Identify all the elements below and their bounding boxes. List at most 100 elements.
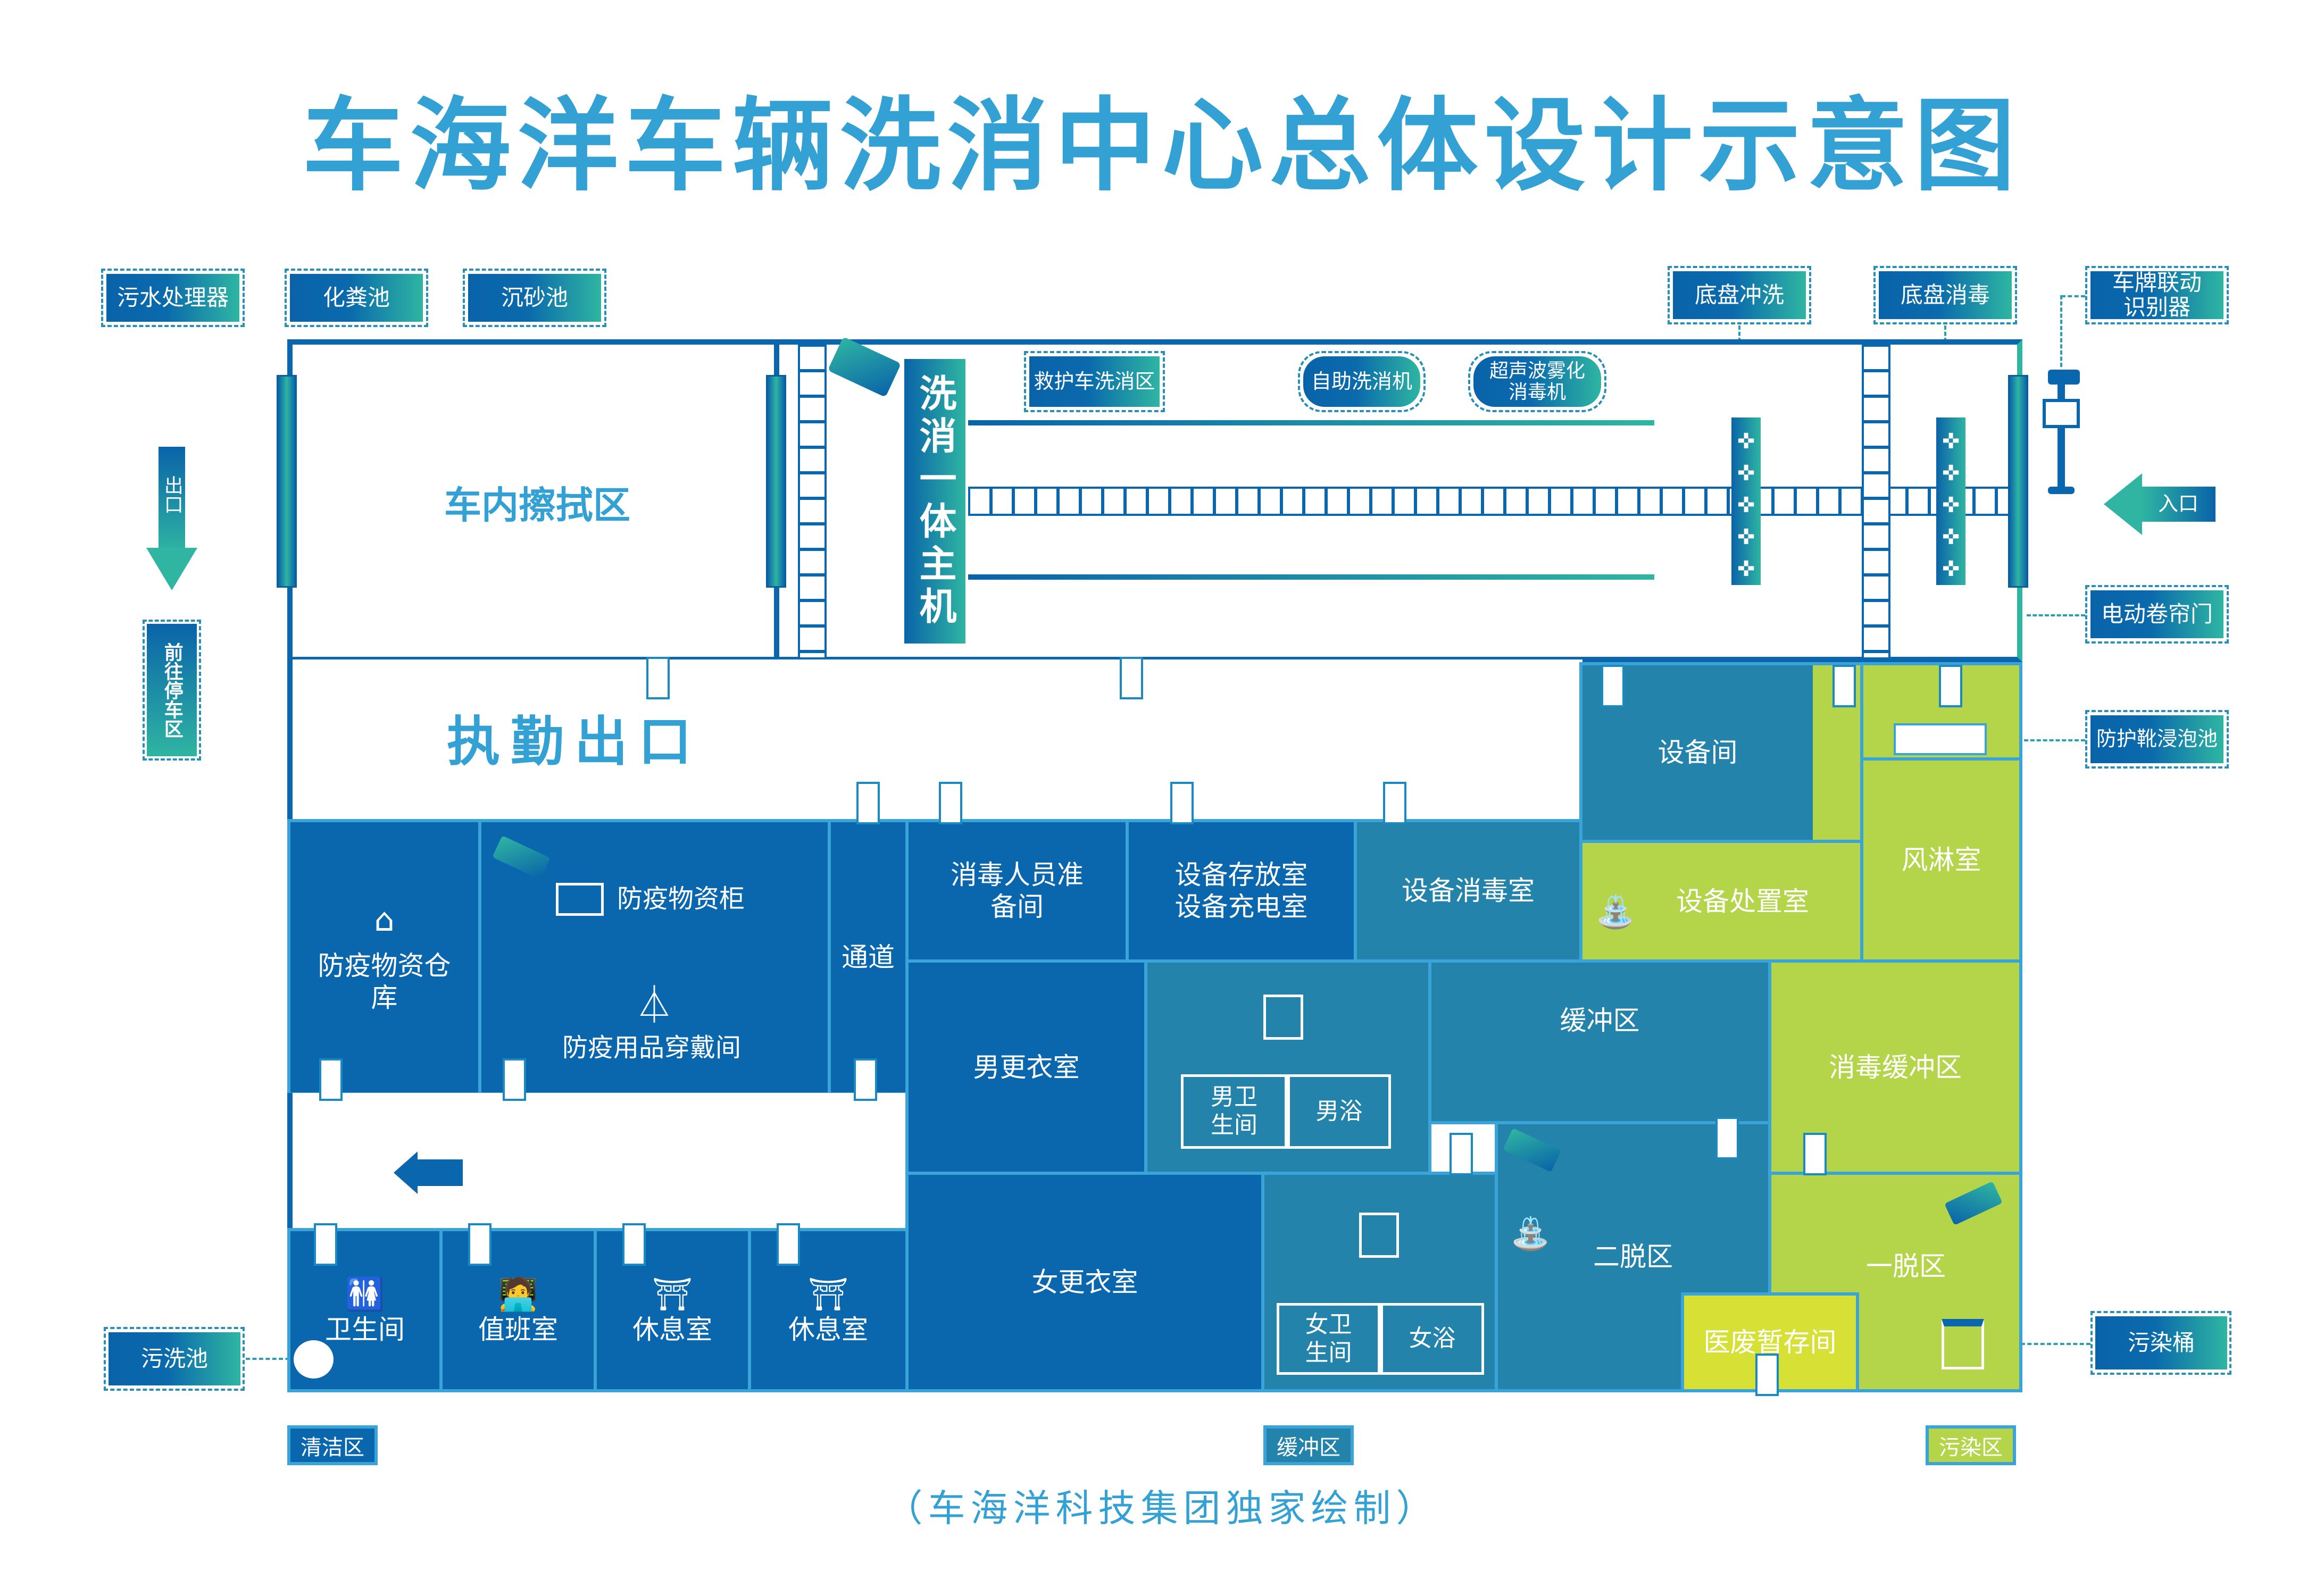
nozzle-icon: ✜✜✜✜✜ (1942, 429, 1960, 581)
cabinet-icon (556, 883, 604, 916)
chassis-disinfect-frame (1873, 266, 2017, 324)
legend-contaminated: 污染区 (1926, 1425, 2016, 1465)
ppe-donning-label: 防疫用品穿戴间 (562, 1032, 741, 1063)
sink-icon: ⛲ (1511, 1215, 1551, 1252)
room-women-locker: 女更衣室 (905, 1172, 1264, 1392)
door-icon[interactable] (1939, 665, 1962, 707)
room-men-toilet: 男卫生间 (1181, 1074, 1287, 1149)
room-equipment-disposal: 设备处置室 (1579, 840, 1863, 963)
door-icon[interactable] (622, 1223, 646, 1266)
entrance-arrow-label: 入口 (2141, 487, 2215, 522)
contaminated-bin-label: 污染桶 (2095, 1316, 2227, 1369)
wash-rail-bottom (968, 574, 1654, 580)
nozzle-icon: ✜✜✜✜✜ (1737, 429, 1755, 581)
wardrobe-icon (1263, 995, 1303, 1040)
dirty-wash-pool-frame (104, 1327, 245, 1391)
room-disinfect-staff-prep: 消毒人员准备间 (905, 819, 1129, 963)
chassis-wash-frame (1668, 266, 1811, 324)
boot-soak-frame (2085, 710, 2229, 769)
door-icon[interactable] (646, 657, 670, 699)
interior-wipe-label: 车内擦拭区 (444, 483, 630, 527)
footer-credit: （车海洋科技集团独家绘制） (885, 1486, 1439, 1530)
dirty-wash-pool (294, 1340, 334, 1379)
exit-arrow-shaft (159, 447, 185, 553)
room-passage: 通道 (828, 819, 909, 1096)
room-equipment-disinfect: 设备消毒室 (1354, 819, 1582, 963)
sewage-processor-label: 污水处理器 (106, 274, 239, 322)
door-icon[interactable] (1120, 657, 1143, 699)
self-service-label: 自助洗消机 (1303, 356, 1420, 407)
ultrasonic-label: 超声波雾化消毒机 (1473, 356, 1601, 407)
room-medical-waste: 医废暂存间 (1681, 1292, 1859, 1392)
stool-icon: ⛩ (652, 1275, 693, 1313)
dirty-wash-pool-leader (246, 1358, 296, 1360)
duty-exit-label: 执勤出口 (447, 711, 702, 773)
door-icon[interactable] (856, 782, 880, 824)
return-arrow-head (394, 1151, 418, 1194)
room-buffer: 缓冲区 (1428, 959, 1771, 1124)
septic-tank-frame (285, 269, 428, 327)
main-unit-label: 洗消一体主机 (904, 359, 965, 644)
door-icon[interactable] (1170, 782, 1194, 824)
door-icon[interactable] (1601, 665, 1625, 707)
sewage-processor-frame (101, 269, 245, 327)
door-icon[interactable] (1715, 1117, 1739, 1159)
room-men-locker: 男更衣室 (905, 959, 1147, 1175)
door-icon[interactable] (777, 1223, 800, 1266)
to-parking-label: 前往停车区 (147, 624, 197, 756)
page-title: 车海洋车辆洗消中心总体设计示意图 (302, 87, 2022, 205)
room-duty-room: 🧑‍💻 值班室 (439, 1228, 597, 1392)
boot-soak-pool (1894, 723, 1987, 755)
door-icon[interactable] (503, 1058, 526, 1101)
ambulance-zone-frame (1024, 351, 1165, 412)
room-supply-warehouse: ⌂ 防疫物资仓库 (287, 819, 481, 1096)
ambulance-zone-label: 救护车洗消区 (1029, 356, 1160, 407)
room-rest-2: ⛩ 休息室 (748, 1228, 909, 1392)
plate-recognizer-label: 车牌联动识别器 (2090, 270, 2223, 320)
chassis-wash-label: 底盘冲洗 (1673, 271, 1806, 319)
door-icon[interactable] (1832, 665, 1856, 707)
track-grate (968, 487, 2016, 516)
door-icon[interactable] (939, 782, 962, 824)
return-corridor (287, 1093, 909, 1231)
electric-shutter-frame (2085, 585, 2229, 644)
stool-icon: ⛩ (807, 1275, 849, 1313)
room-rest-1: ⛩ 休息室 (594, 1228, 751, 1392)
door-icon[interactable] (1803, 1133, 1827, 1175)
door-icon[interactable] (1450, 1133, 1473, 1175)
duty-exit-corridor (287, 659, 1582, 822)
trash-bin-icon (1942, 1319, 1984, 1369)
recognizer-base (2048, 487, 2075, 494)
electric-shutter-leader (2027, 614, 2085, 616)
ultrasonic-frame (1468, 351, 1606, 412)
electric-shutter-label: 电动卷帘门 (2090, 590, 2223, 638)
shutter-door-right (2008, 375, 2028, 588)
door-icon[interactable] (314, 1223, 337, 1266)
grate-left (798, 345, 827, 659)
legend-clean: 清洁区 (287, 1425, 378, 1465)
plate-recognizer-leader-h (2061, 295, 2085, 297)
dirty-wash-pool-label: 污洗池 (109, 1332, 240, 1385)
warehouse-icon: ⌂ (374, 901, 395, 939)
door-icon[interactable] (854, 1058, 877, 1101)
boot-soak-leader (2024, 739, 2085, 741)
room-equipment-storage: 设备存放室设备充电室 (1126, 819, 1357, 963)
door-icon[interactable] (468, 1223, 492, 1266)
entrance-arrow-head (2104, 473, 2142, 535)
exit-arrow-label: 出口 (161, 475, 183, 514)
restroom-icon: 🚻 (345, 1275, 385, 1313)
grit-chamber-label: 沉砂池 (468, 274, 601, 322)
chassis-wash-nozzles (1731, 417, 1761, 585)
recognizer-screen (2043, 399, 2080, 428)
hanger-icon: ⏃ (636, 983, 673, 1027)
boot-soak-label: 防护靴浸泡池 (2090, 715, 2223, 763)
legend-buffer: 缓冲区 (1263, 1425, 1354, 1465)
door-icon[interactable] (1755, 1354, 1779, 1396)
room-men-bath: 男浴 (1287, 1074, 1391, 1149)
grit-chamber-frame (463, 269, 606, 327)
contaminated-bin-leader (1981, 1343, 2090, 1345)
supply-cabinet-label: 防疫物资柜 (617, 883, 745, 914)
door-icon[interactable] (319, 1058, 343, 1101)
door-icon[interactable] (1383, 782, 1406, 824)
wardrobe-icon (1359, 1213, 1399, 1258)
